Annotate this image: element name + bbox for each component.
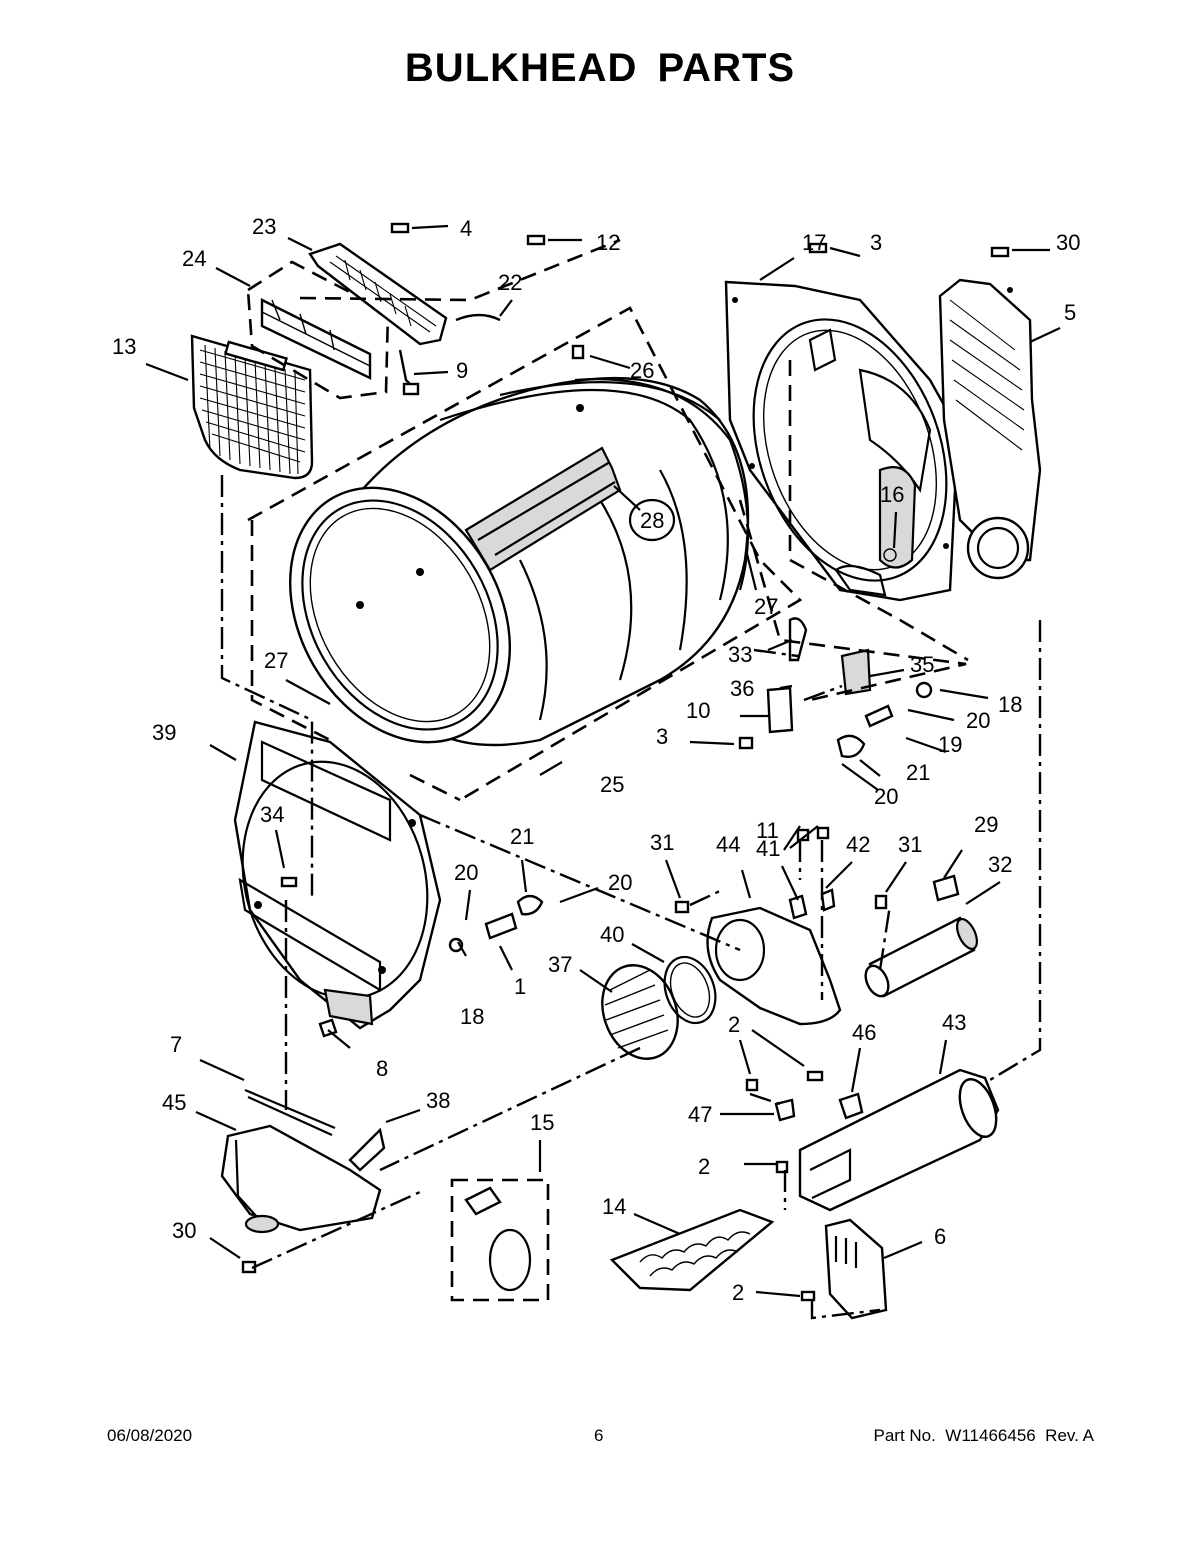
callout-label: 30 [1056,230,1080,255]
lint-screen [190,334,314,480]
callout-label: 45 [162,1090,186,1115]
rear-bulkhead [724,280,960,602]
callout-label: 3 [656,724,668,749]
callout-label: 3 [870,230,882,255]
callout-label: 2 [728,1012,740,1037]
callout-label: 24 [182,246,206,271]
callout-label: 33 [728,642,752,667]
callout-label: 38 [426,1088,450,1113]
callout-label: 7 [170,1032,182,1057]
callout-label: 37 [548,952,572,977]
callout-label: 20 [454,860,478,885]
callout-label: 44 [716,832,740,857]
heater-element [609,1208,775,1292]
callout-label: 47 [688,1102,712,1127]
callout-label: 22 [498,270,522,295]
callout-label: 21 [510,824,534,849]
callout-label: 34 [260,802,284,827]
callout-label: 16 [880,482,904,507]
callout-label: 20 [874,784,898,809]
callout-label: 43 [942,1010,966,1035]
footer-date: 06/08/2020 [107,1426,193,1445]
footer-part-number: Part No. W11466456 Rev. A [873,1426,1095,1445]
callout-label: 42 [846,832,870,857]
callout-label: 18 [460,1004,484,1029]
heater-duct [798,1068,1000,1212]
callout-label: 8 [376,1056,388,1081]
callout-label: 36 [730,676,754,701]
callout-label: 31 [898,832,922,857]
fasteners [241,222,1010,1302]
callout-label: 19 [938,732,962,757]
dryer-drum [288,376,750,747]
callout-label: 40 [600,922,624,947]
heater-bracket [824,1218,888,1320]
front-bulkhead [233,720,442,1030]
callout-label: 46 [852,1020,876,1045]
callout-label: 32 [988,852,1012,877]
callout-arrows [145,224,1061,1298]
blower-wheel [601,955,717,1060]
callout-label: 6 [934,1224,946,1249]
callout-label: 14 [602,1194,626,1219]
footer-page-number: 6 [594,1426,604,1445]
callout-label: 9 [456,358,468,383]
callout-label: 39 [152,720,176,745]
callout-labels: 23 4 12 24 22 13 9 26 28 17 3 30 5 16 27… [112,214,1080,1305]
callout-label: 30 [172,1218,196,1243]
callout-label: 26 [630,358,654,383]
callout-label: 21 [906,760,930,785]
callout-label: 20 [608,870,632,895]
callout-label: 4 [460,216,472,241]
callout-label: 17 [802,230,826,255]
callout-label: 27 [754,594,778,619]
callout-label: 41 [756,836,780,861]
callout-label: 20 [966,708,990,733]
callout-label: 2 [732,1280,744,1305]
callout-label: 2 [698,1154,710,1179]
blower-duct [706,906,979,1026]
lint-housing [246,260,390,400]
callout-label: 12 [596,230,620,255]
callout-label: 5 [1064,300,1076,325]
callout-label: 1 [514,974,526,999]
callout-label: 29 [974,812,998,837]
callout-label: 10 [686,698,710,723]
callout-label: 15 [530,1110,554,1135]
callout-label: 28 [640,508,664,533]
page-title: BULKHEAD PARTS [404,46,796,90]
blower-housing [938,278,1042,580]
callout-label: 13 [112,334,136,359]
assembly-outlines [220,238,1042,1320]
lint-grille [308,242,448,346]
callout-label: 23 [252,214,276,239]
callout-label: 35 [910,652,934,677]
callout-label: 11 [756,818,779,843]
kit-box [450,1178,550,1302]
lint-duct [220,1088,386,1234]
callout-label: 27 [264,648,288,673]
callout-label: 31 [650,830,674,855]
callout-label: 18 [998,692,1022,717]
callout-label: 25 [600,772,624,797]
